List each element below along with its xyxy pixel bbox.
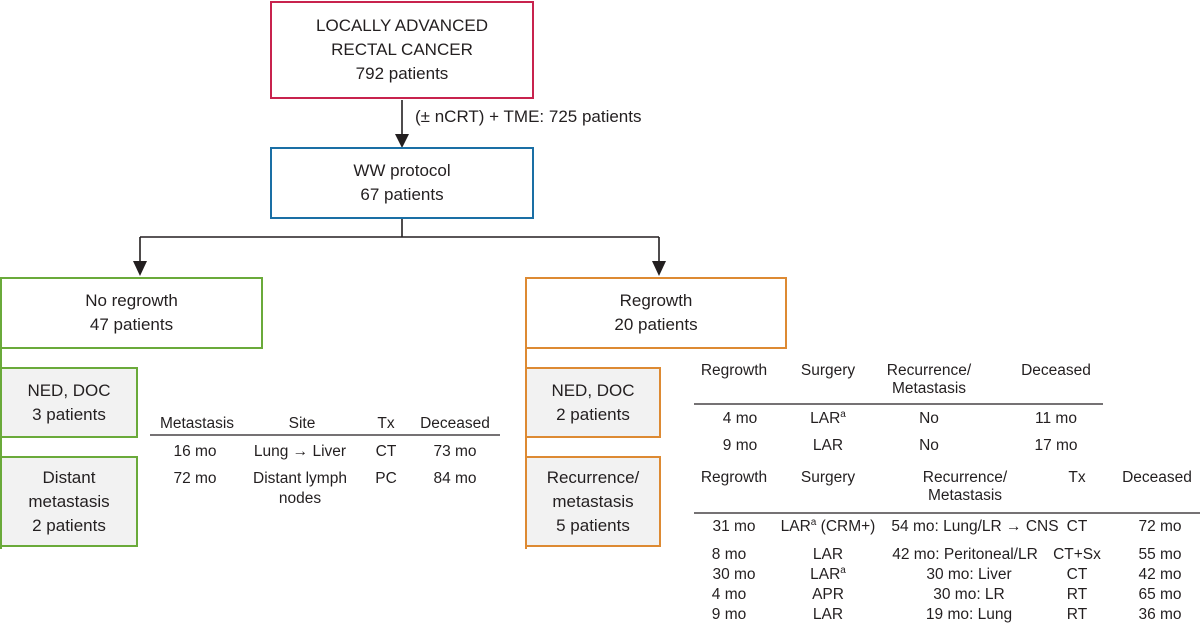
table-header: Recurrence/ [886,362,972,379]
recurrence-line3: 5 patients [556,515,630,535]
no-regrowth-ned-box: NED, DOC 3 patients [0,367,138,438]
table-cell: PC [375,470,397,487]
table-cell: CT [375,443,397,460]
footnote-marker: a [840,408,846,420]
table-cell: RT [1066,586,1088,603]
regrowth-ned-line1: NED, DOC [551,380,635,400]
arrowhead-regrowth [652,261,666,276]
table-header: Surgery [800,362,856,379]
regrowth-title: Regrowth [619,291,693,310]
top-box-line3: 792 patients [355,64,449,83]
table-cell: LARa [810,564,846,584]
top-box: LOCALLY ADVANCED RECTAL CANCER 792 patie… [270,1,534,99]
table-header: Regrowth [700,362,768,379]
surgery-text: LAR [780,518,811,535]
table-header: Deceased [420,415,490,432]
regrowth-count: 20 patients [614,315,698,334]
table-cell: nodes [278,490,322,507]
table-cell: 65 mo [1138,586,1182,603]
table-cell: 30 mo [712,566,756,583]
table-cell: LAR [812,546,844,563]
top-box-line2: RECTAL CANCER [331,40,473,59]
distant-line2: metastasis [28,491,110,511]
table-cell: 36 mo [1138,606,1182,623]
table-cell: 16 mo [173,443,217,460]
table-cell: 42 mo: Peritoneal/LR [892,546,1038,563]
table-cell: 19 mo: Lung [925,606,1013,623]
table-header: Tx [1068,469,1086,486]
surgery-text: LAR [810,410,841,427]
no-regrowth-ned-line2: 3 patients [32,404,106,424]
distant-line1: Distant [42,467,96,487]
table-cell: CT [1066,566,1088,583]
table-cell: 4 mo [711,586,747,603]
table-cell: 31 mo [712,518,756,535]
distant-metastasis-box: Distant metastasis 2 patients [0,456,138,547]
table-cell: 9 mo [711,606,747,623]
table-header: Recurrence/ [922,469,1008,486]
ww-box-line1: WW protocol [353,161,451,180]
table-cell: 30 mo: Liver [926,566,1012,583]
surgery-suffix: (CRM+) [816,518,876,535]
table-cell: 72 mo [1138,518,1182,535]
table-header: Regrowth [700,469,768,486]
footnote-marker: a [840,564,846,576]
recurrence-metastasis-box: Recurrence/ metastasis 5 patients [525,456,661,547]
table-header: Site [288,415,316,432]
footnote-marker: a [810,516,817,528]
table-cell: 42 mo [1138,566,1182,583]
ww-box: WW protocol 67 patients [270,147,534,219]
table-header: Metastasis [159,415,235,432]
table-cell: 84 mo [433,470,477,487]
table-cell: 30 mo: LR [933,586,1005,603]
table-cell: LAR [812,437,844,454]
table-cell: Lung → Liver [253,443,347,460]
table-cell: RT [1066,606,1088,623]
top-box-line1: LOCALLY ADVANCED [316,16,488,35]
table-cell: 17 mo [1034,437,1078,454]
no-regrowth-count: 47 patients [89,315,174,334]
table-cell: 4 mo [722,410,758,427]
table-cell: LARa (CRM+) [780,516,876,536]
table-cell: 73 mo [433,443,477,460]
arrowhead-ww [395,134,409,148]
table-cell: 8 mo [711,546,747,563]
arrowhead-no-regrowth [133,261,147,276]
table-cell: 72 mo [173,470,217,487]
table-header: Metastasis [927,487,1003,504]
table-cell: 11 mo [1035,410,1077,427]
table-cell: 55 mo [1138,546,1182,563]
no-regrowth-title: No regrowth [85,291,178,310]
surgery-text: LAR [810,566,841,583]
table-header: Deceased [1021,362,1091,379]
table-cell: Distant lymph [253,470,347,487]
table-header: Deceased [1122,469,1192,486]
table-cell: CT [1066,518,1088,535]
table-header: Metastasis [891,380,967,397]
recurrence-line1: Recurrence/ [546,467,640,487]
table-cell: 9 mo [722,437,758,454]
arrow-label: (± nCRT) + TME: 725 patients [415,107,642,126]
table-cell: No [919,410,939,427]
table-cell: No [919,437,939,454]
recurrence-line2: metastasis [552,491,634,511]
table-cell: APR [812,586,844,603]
regrowth-ned-line2: 2 patients [556,404,630,424]
table-cell: CT+Sx [1053,546,1101,563]
distant-line3: 2 patients [32,515,106,535]
table-header: Surgery [800,469,856,486]
table-header: Tx [377,415,395,432]
table-cell: LAR [812,606,844,623]
ww-box-line2: 67 patients [360,185,444,204]
table-cell: LARa [810,408,846,428]
regrowth-box: Regrowth 20 patients [525,277,787,349]
table-cell: 54 mo: Lung/LR → CNS [891,518,1059,535]
no-regrowth-ned-line1: NED, DOC [27,380,111,400]
regrowth-ned-box: NED, DOC 2 patients [525,367,661,438]
no-regrowth-box: No regrowth 47 patients [0,277,263,349]
